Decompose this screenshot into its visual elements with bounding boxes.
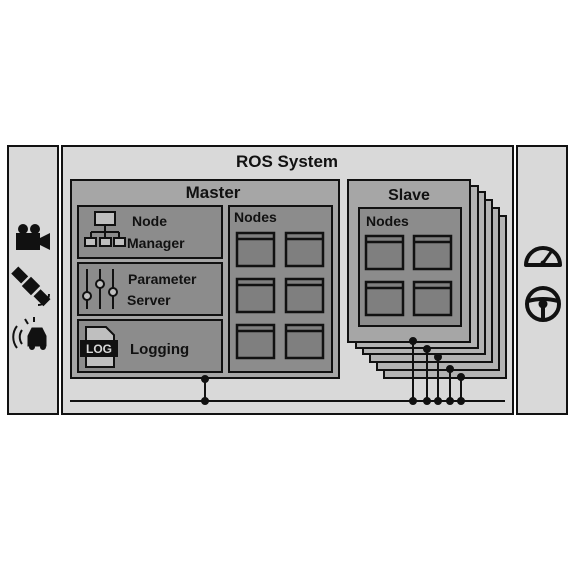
slave-node-window — [364, 234, 405, 271]
slave-title: Slave — [388, 187, 430, 204]
ros-system-title: ROS System — [236, 152, 338, 171]
communication-bus — [70, 337, 505, 405]
log-icon-text: LOG — [86, 342, 112, 356]
parameter-server-box — [77, 262, 223, 316]
parameter-server-label-line1: Parameter — [128, 271, 197, 287]
master-node-window — [284, 231, 325, 268]
logging-label: Logging — [130, 341, 189, 358]
car-sensor-icon — [12, 317, 47, 350]
slave-node-window — [412, 280, 453, 317]
parameter-server-label-line2: Server — [127, 292, 171, 308]
master-node-window — [235, 277, 276, 314]
right-actuator-panel — [516, 145, 568, 415]
master-node-window — [235, 323, 276, 360]
node-manager-label-line2: Manager — [127, 235, 185, 251]
video-camera-icon — [16, 224, 50, 250]
master-node-window — [284, 277, 325, 314]
node-manager-label-line1: Node — [132, 213, 167, 229]
master-title: Master — [186, 183, 241, 202]
hierarchy-icon — [84, 211, 126, 247]
satellite-icon — [11, 266, 51, 307]
master-node-window — [235, 231, 276, 268]
log-file-icon: LOG — [80, 326, 118, 368]
master-node-window — [284, 323, 325, 360]
speedometer-icon — [524, 246, 562, 267]
slave-node-window — [412, 234, 453, 271]
slave-node-window — [364, 280, 405, 317]
master-nodes-title: Nodes — [234, 209, 277, 225]
node-manager-box — [77, 205, 223, 259]
slave-nodes-title: Nodes — [366, 213, 409, 229]
steering-wheel-icon — [525, 286, 561, 322]
sliders-icon — [82, 269, 118, 309]
